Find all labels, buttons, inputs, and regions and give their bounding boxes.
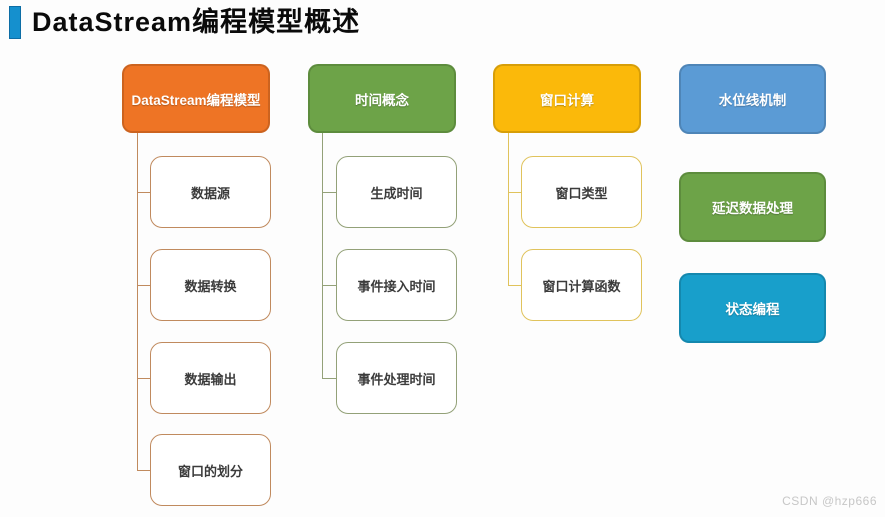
connector-line xyxy=(137,470,150,471)
node-generation-time: 生成时间 xyxy=(336,156,457,228)
node-state-programming: 状态编程 xyxy=(679,273,826,343)
branch-window-computation: 窗口计算 xyxy=(493,64,641,133)
connector-line xyxy=(508,192,521,193)
connector-line xyxy=(137,378,150,379)
node-data-transform: 数据转换 xyxy=(150,249,271,321)
connector-line xyxy=(508,285,521,286)
connector-line xyxy=(137,133,138,470)
node-window-type: 窗口类型 xyxy=(521,156,642,228)
node-event-processing-time: 事件处理时间 xyxy=(336,342,457,414)
title-accent-bar xyxy=(9,6,21,39)
connector-line xyxy=(322,133,323,378)
connector-line xyxy=(322,192,336,193)
watermark: CSDN @hzp666 xyxy=(782,494,877,508)
connector-line xyxy=(137,192,150,193)
node-data-source: 数据源 xyxy=(150,156,271,228)
connector-line xyxy=(322,378,336,379)
branch-datastream-model: DataStream编程模型 xyxy=(122,64,270,133)
node-window-division: 窗口的划分 xyxy=(150,434,271,506)
node-event-ingestion-time: 事件接入时间 xyxy=(336,249,457,321)
node-window-function: 窗口计算函数 xyxy=(521,249,642,321)
branch-time-concept: 时间概念 xyxy=(308,64,456,133)
connector-line xyxy=(508,133,509,285)
page-title: DataStream编程模型概述 xyxy=(32,7,361,37)
node-late-data-handling: 延迟数据处理 xyxy=(679,172,826,242)
node-watermark-mechanism: 水位线机制 xyxy=(679,64,826,134)
connector-line xyxy=(137,285,150,286)
node-data-output: 数据输出 xyxy=(150,342,271,414)
connector-line xyxy=(322,285,336,286)
